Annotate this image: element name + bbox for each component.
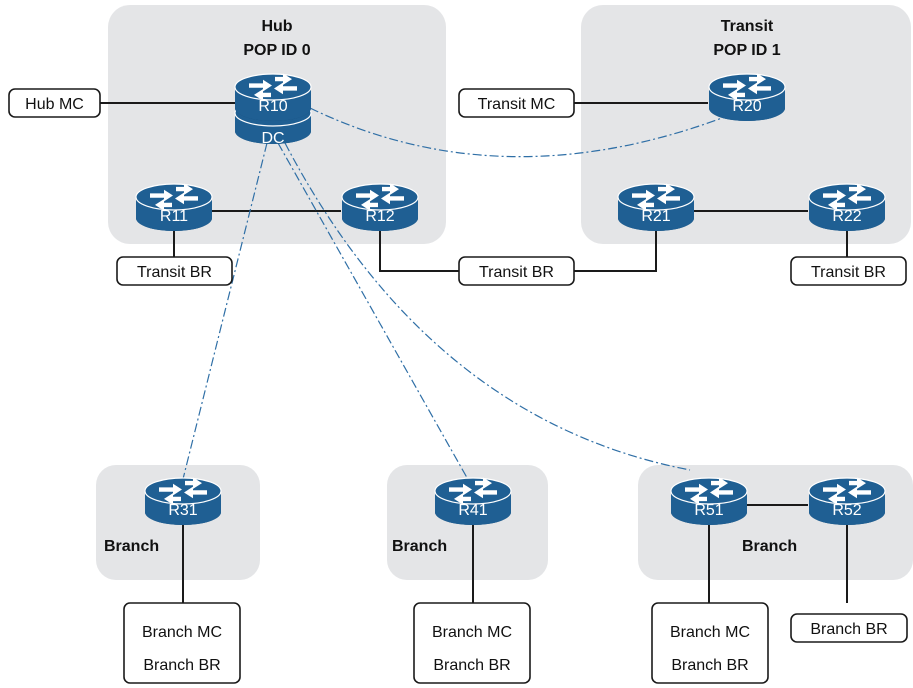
- tunnel-r10-r31: [181, 142, 268, 484]
- router-r21: R21: [617, 183, 695, 231]
- svg-text:Transit BR: Transit BR: [479, 264, 554, 281]
- transit-pop-id: POP ID 1: [713, 42, 780, 59]
- router-icon: [632, 183, 680, 211]
- svg-text:Transit MC: Transit MC: [478, 96, 556, 113]
- router-r52: R52: [808, 477, 886, 525]
- svg-text:Branch BR: Branch BR: [671, 657, 748, 674]
- router-r20: R20: [708, 73, 786, 121]
- router-r11: R11: [135, 183, 213, 231]
- svg-text:Transit BR: Transit BR: [811, 264, 886, 281]
- r12-r21-transit-br-box: Transit BR: [458, 256, 575, 286]
- r31-branch-box: Branch MC Branch BR: [123, 602, 241, 684]
- router-r21-label: R21: [641, 208, 670, 225]
- r52-branch-br-box: Branch BR: [790, 613, 908, 643]
- router-icon: [823, 477, 871, 505]
- svg-text:Branch MC: Branch MC: [432, 624, 512, 641]
- svg-text:Branch MC: Branch MC: [670, 624, 750, 641]
- svg-text:Branch BR: Branch BR: [810, 621, 887, 638]
- router-r22: R22: [808, 183, 886, 231]
- router-icon: [823, 183, 871, 211]
- branch-r31-label: Branch: [104, 538, 159, 555]
- svg-text:Branch BR: Branch BR: [433, 657, 510, 674]
- router-r10-dc-label: DC: [261, 130, 284, 147]
- router-r22-label: R22: [832, 208, 861, 225]
- router-icon: [685, 477, 733, 505]
- router-r51-label: R51: [694, 502, 723, 519]
- r22-transit-br-box: Transit BR: [790, 256, 907, 286]
- router-icon: [723, 73, 771, 101]
- router-r11-label: R11: [160, 208, 188, 225]
- router-r12-label: R12: [365, 208, 394, 225]
- tunnel-r10-r51: [284, 142, 691, 471]
- svg-text:Hub MC: Hub MC: [25, 96, 84, 113]
- svg-text:Branch BR: Branch BR: [143, 657, 220, 674]
- hub-pop-id: POP ID 0: [243, 42, 310, 59]
- router-r10: DC R10: [234, 73, 312, 147]
- r41-branch-box: Branch MC Branch BR: [413, 602, 531, 684]
- transit-title: Transit: [721, 18, 774, 35]
- router-r31: R31: [144, 477, 222, 525]
- hub-title: Hub: [261, 18, 292, 35]
- router-r41: R41: [434, 477, 512, 525]
- router-icon: [356, 183, 404, 211]
- r51-branch-box: Branch MC Branch BR: [651, 602, 769, 684]
- router-icon: [449, 477, 497, 505]
- tunnel-r10-r41: [277, 142, 471, 484]
- transit-mc-box: Transit MC: [458, 88, 575, 118]
- router-icon: [150, 183, 198, 211]
- router-r52-label: R52: [832, 502, 861, 519]
- r11-transit-br-box: Transit BR: [116, 256, 233, 286]
- tunnel-r10-r20: [309, 107, 723, 158]
- router-r41-label: R41: [458, 502, 487, 519]
- router-r20-label: R20: [732, 98, 761, 115]
- router-icon: [159, 477, 207, 505]
- router-r51: R51: [670, 477, 748, 525]
- branch-r41-label: Branch: [392, 538, 447, 555]
- svg-text:Branch MC: Branch MC: [142, 624, 222, 641]
- router-r10-label: R10: [258, 98, 287, 115]
- branch-r5x-label: Branch: [742, 538, 797, 555]
- router-r31-label: R31: [168, 502, 197, 519]
- router-r12: R12: [341, 183, 419, 231]
- svg-text:Transit BR: Transit BR: [137, 264, 212, 281]
- router-icon: [249, 73, 297, 101]
- hub-mc-box: Hub MC: [8, 88, 101, 118]
